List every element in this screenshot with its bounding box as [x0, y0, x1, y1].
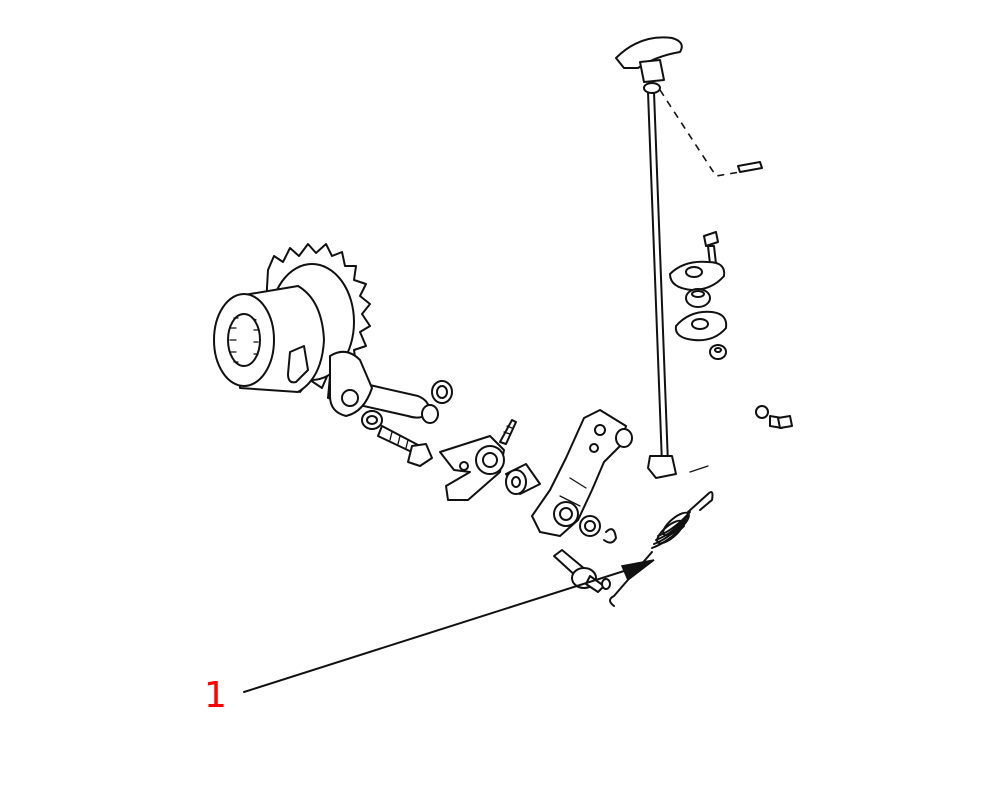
gear-hub-assembly	[213, 243, 371, 393]
ring-washer	[431, 380, 453, 404]
grommet	[685, 288, 711, 308]
cam-plate	[531, 409, 633, 537]
return-spring	[609, 491, 714, 607]
hub-splines	[229, 317, 259, 363]
hub-tab	[287, 345, 309, 384]
callout-number: 1	[204, 675, 227, 716]
bushing	[505, 463, 541, 495]
hub-face	[213, 293, 275, 387]
mount-plate-upper	[669, 260, 726, 291]
callout-leader	[243, 559, 655, 693]
bolt-top-right	[703, 231, 719, 265]
nut-right	[709, 344, 727, 360]
assembly-dashed-line	[659, 89, 741, 177]
mount-plate-lower	[674, 310, 728, 342]
lever-bracket	[439, 419, 517, 501]
bolt-left	[361, 410, 433, 467]
pivot-stud	[553, 549, 611, 593]
small-pin	[737, 161, 763, 173]
bolt-mid-right	[755, 405, 793, 429]
t-handle-knob	[615, 36, 683, 94]
shaft	[327, 350, 453, 424]
shaft-end	[421, 404, 439, 424]
cam-washers	[579, 515, 617, 544]
